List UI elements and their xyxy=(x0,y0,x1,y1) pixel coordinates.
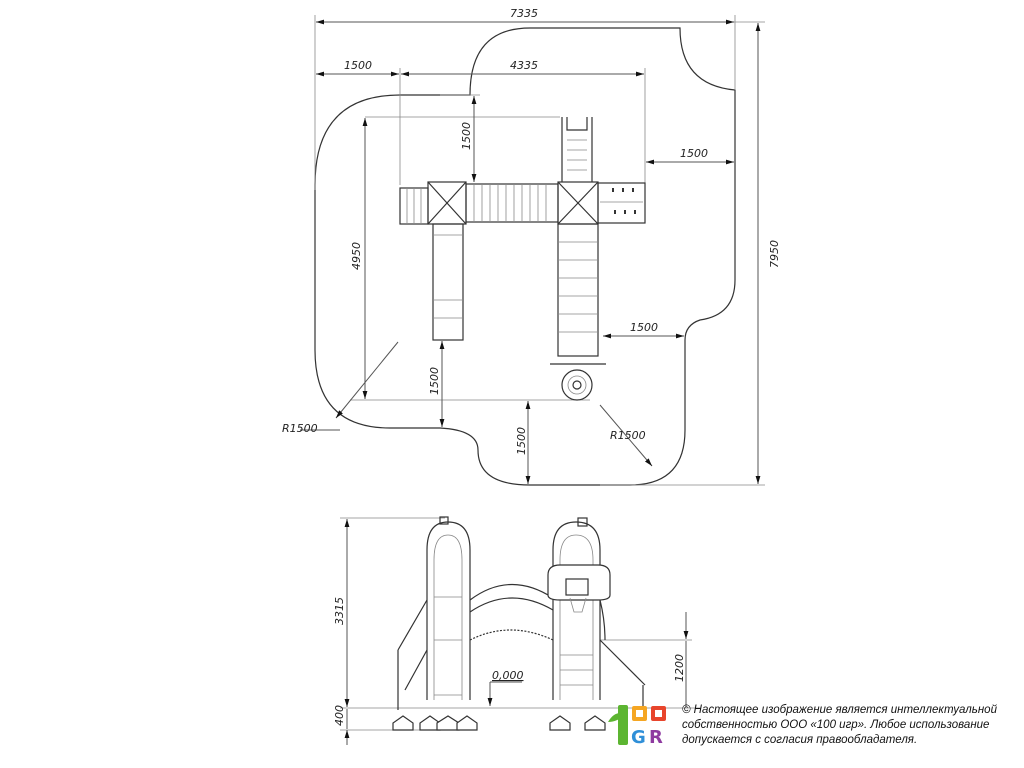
extension-lines xyxy=(314,15,765,486)
dim-overall-depth: 7950 xyxy=(768,240,781,268)
dim-platform-height: 1200 xyxy=(673,654,686,682)
dim-equipment-width: 4335 xyxy=(510,59,538,72)
equipment-plan xyxy=(399,117,646,401)
plan-view: 7335 1500 4335 7950 4950 1500 1500 1500 … xyxy=(282,7,781,486)
dim-equipment-depth: 4950 xyxy=(350,242,363,270)
copyright-notice: © Настоящее изображение является интелле… xyxy=(682,703,997,748)
elevation-view: 3315 400 1200 0,000 xyxy=(333,516,700,745)
dim-foundation: 400 xyxy=(333,705,346,726)
copyright-line-2: собственностью ООО «100 игр». Любое испо… xyxy=(682,719,990,731)
ground-level-mark: 0,000 xyxy=(492,669,524,682)
dim-overall-width: 7335 xyxy=(510,7,538,20)
dim-left-offset: 1500 xyxy=(344,59,372,72)
dim-bottom-clearance: 1500 xyxy=(515,427,528,455)
svg-text:R: R xyxy=(649,727,663,748)
equipment-elevation xyxy=(392,516,646,731)
company-logo: G R xyxy=(608,705,666,748)
dim-radius-left: R1500 xyxy=(282,422,318,435)
dim-radius-right: R1500 xyxy=(610,429,646,442)
svg-text:G: G xyxy=(631,727,646,748)
safety-zone-outline xyxy=(314,27,736,486)
copyright-line-1: © Настоящее изображение является интелле… xyxy=(682,704,997,716)
dim-top-clearance: 1500 xyxy=(460,122,473,150)
dim-right-clearance-ladder: 1500 xyxy=(630,321,658,334)
dim-right-clearance-top: 1500 xyxy=(680,147,708,160)
dim-slide-clearance: 1500 xyxy=(428,367,441,395)
dim-height: 3315 xyxy=(333,597,346,625)
copyright-line-3: допускается с согласия правообладателя. xyxy=(682,734,918,746)
